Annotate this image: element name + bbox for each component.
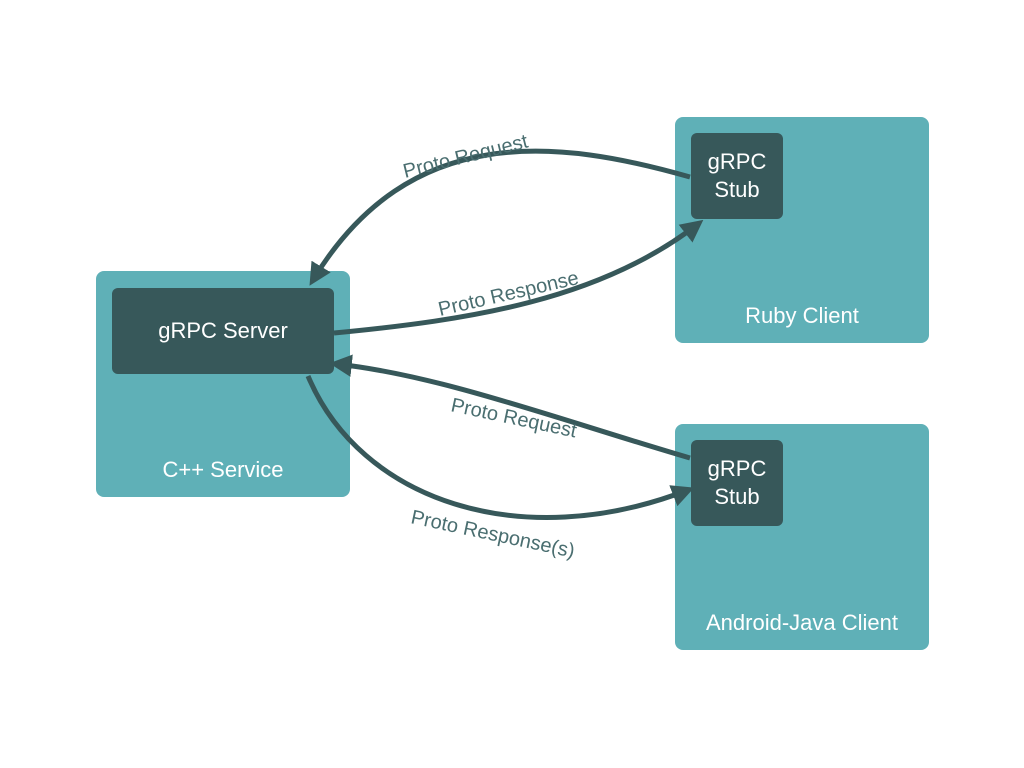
ruby-client-label: Ruby Client [745, 303, 859, 328]
android-java-client-panel: gRPC Stub Android-Java Client [675, 424, 929, 650]
android-java-client-label: Android-Java Client [706, 610, 898, 635]
ruby-response-arrow [333, 219, 704, 336]
grpc-server-box: gRPC Server [112, 288, 334, 374]
ruby-grpc-stub-box: gRPC Stub [691, 133, 783, 219]
ruby-request-arrow [309, 148, 691, 286]
android-grpc-stub-label: gRPC Stub [707, 456, 767, 509]
ruby-client-panel: gRPC Stub Ruby Client [675, 117, 929, 343]
cpp-service-label: C++ Service [162, 457, 284, 482]
android-response-arrow [305, 375, 695, 520]
ruby-grpc-stub-label: gRPC Stub [707, 149, 767, 202]
ruby-request-label: Proto Request [401, 130, 531, 182]
android-grpc-stub-box: gRPC Stub [691, 440, 783, 526]
android-request-arrow [329, 354, 691, 461]
cpp-service-panel: gRPC Server C++ Service [96, 271, 350, 497]
grpc-server-label: gRPC Server [158, 318, 288, 343]
